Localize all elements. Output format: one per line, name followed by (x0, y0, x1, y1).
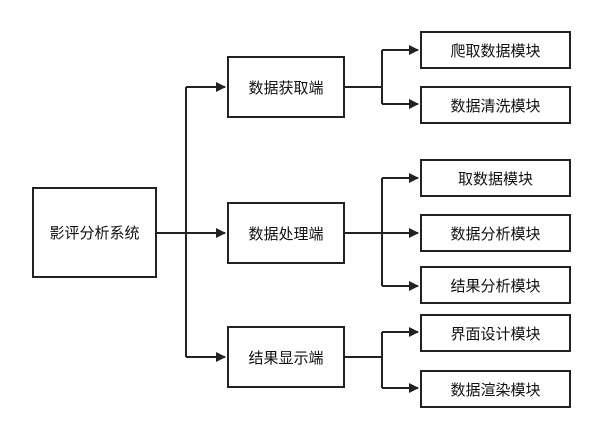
node-root-label: 影评分析系统 (49, 224, 140, 242)
node-clean-module-label: 数据清洗模块 (450, 96, 541, 115)
node-render-module: 数据渲染模块 (420, 370, 571, 408)
node-analysis-module-label: 数据分析模块 (450, 224, 541, 243)
node-data-processing-label: 数据处理端 (248, 224, 324, 243)
node-data-acquisition: 数据获取端 (227, 56, 345, 118)
node-result-display: 结果显示端 (227, 326, 345, 388)
node-result-analysis-module-label: 结果分析模块 (450, 276, 541, 295)
node-crawl-module-label: 爬取数据模块 (450, 41, 541, 60)
node-fetch-module-label: 取数据模块 (457, 169, 533, 188)
node-crawl-module: 爬取数据模块 (420, 31, 571, 69)
node-root: 影评分析系统 (32, 187, 157, 278)
node-clean-module: 数据清洗模块 (420, 86, 571, 124)
node-data-processing: 数据处理端 (227, 202, 345, 264)
node-render-module-label: 数据渲染模块 (450, 380, 541, 399)
node-analysis-module: 数据分析模块 (420, 214, 571, 252)
node-data-acquisition-label: 数据获取端 (248, 78, 324, 97)
node-fetch-module: 取数据模块 (420, 159, 571, 197)
node-result-display-label: 结果显示端 (248, 348, 324, 367)
node-result-analysis-module: 结果分析模块 (420, 266, 571, 304)
node-ui-design-module-label: 界面设计模块 (450, 324, 541, 343)
node-ui-design-module: 界面设计模块 (420, 314, 571, 352)
